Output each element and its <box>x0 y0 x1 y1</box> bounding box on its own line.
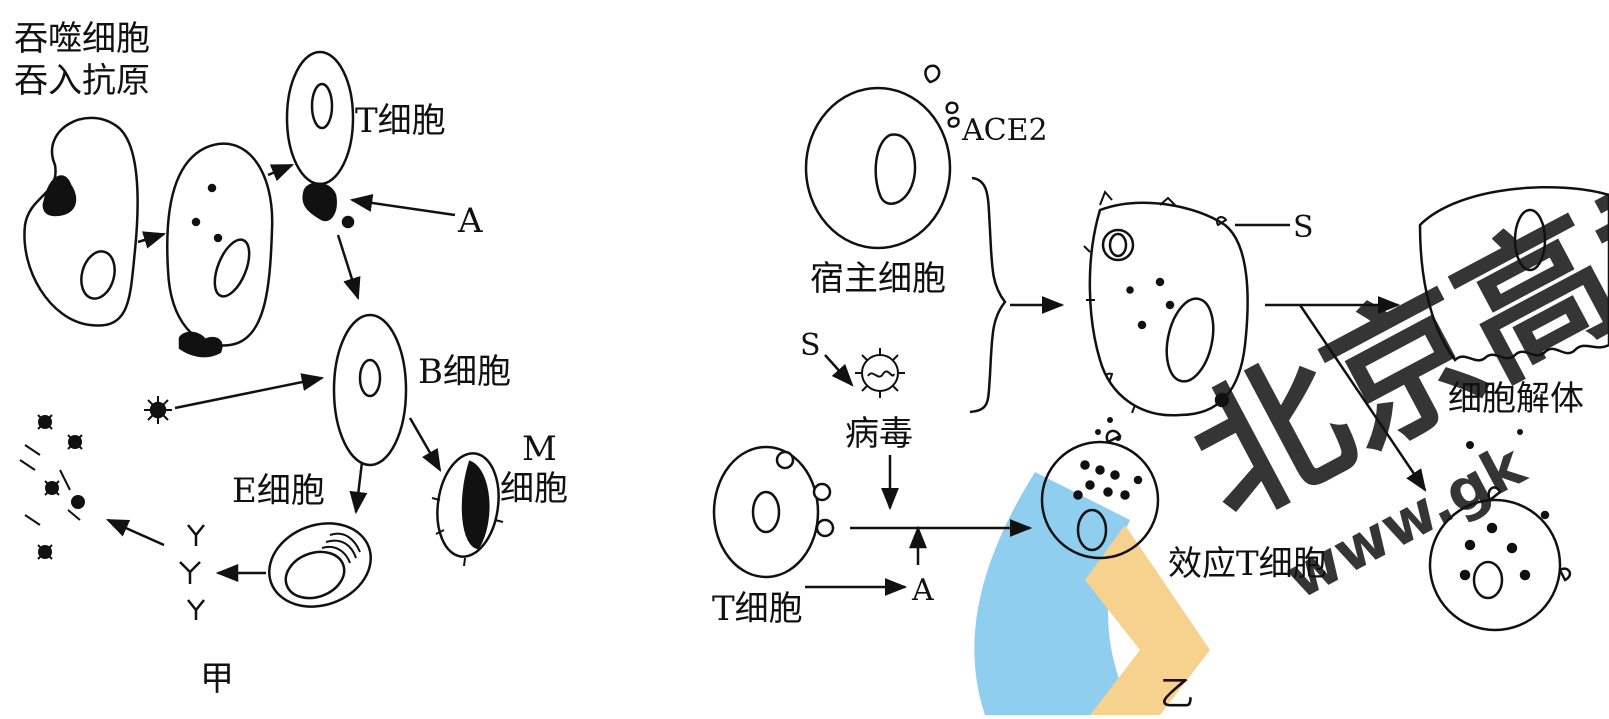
ace2-label: ACE2 <box>961 113 1048 148</box>
arrow-antigen-to-b-cell <box>174 373 325 410</box>
m-cell-label-line1: M <box>522 429 557 469</box>
arrow-macrophage-to-apc <box>137 231 167 249</box>
antigen-antibody-complexes <box>19 414 85 560</box>
lower-right-cell <box>1428 486 1572 632</box>
caption-yi: 乙 <box>1160 674 1194 714</box>
effector-t-cell <box>1040 429 1160 560</box>
antigen-presenting-cell <box>166 142 274 358</box>
host-cell-label: 宿主细胞 <box>810 259 946 299</box>
macrophage-label-line1: 吞噬细胞 <box>14 19 150 59</box>
arrow-b-cell-to-m-cell <box>408 417 442 472</box>
arrow-t-cell-to-b-cell <box>336 234 361 301</box>
m-cell <box>431 452 504 567</box>
e-cell-label: E细胞 <box>232 471 325 511</box>
diagram-jia: 吞噬细胞 吞入抗原 T细胞 A <box>14 19 568 699</box>
virus-label: 病毒 <box>845 414 913 454</box>
host-cell <box>804 64 960 250</box>
b-cell <box>332 313 408 467</box>
lysed-cell <box>1418 185 1609 362</box>
macrophage-label-line2: 吞入抗原 <box>14 61 150 101</box>
a-label-yi: A <box>911 573 934 608</box>
caption-jia: 甲 <box>200 659 234 699</box>
arrow-s-to-virus <box>824 354 854 387</box>
arrow-infected-to-lower-cell <box>1298 304 1427 492</box>
lysis-label: 细胞解体 <box>1448 379 1584 419</box>
arrow-antibodies-to-complexes <box>105 518 165 547</box>
a-label-jia: A <box>457 201 483 241</box>
b-cell-label: B细胞 <box>418 352 511 392</box>
s-label-protein: S <box>1293 210 1314 245</box>
antigen-particle <box>144 396 172 424</box>
watermark-orange-chevron <box>1085 525 1210 715</box>
infected-host-cell <box>1083 190 1249 417</box>
arrow-apc-to-t-cell <box>267 163 295 182</box>
watermark-main-text: 北京高考 <box>1165 116 1609 551</box>
t-cell-jia <box>285 50 355 229</box>
e-cell <box>268 522 372 608</box>
m-cell-label-line2: 细胞 <box>500 469 568 509</box>
t-cell-label-yi: T细胞 <box>712 589 803 629</box>
diagram-yi: ACE2 宿主细胞 S 病毒 S <box>712 64 1609 714</box>
arrow-a-to-t-cell <box>349 194 456 217</box>
antibodies <box>179 524 205 620</box>
bracket <box>969 176 1007 414</box>
s-label-virus: S <box>800 328 821 363</box>
effector-t-cell-label: 效应T细胞 <box>1168 544 1327 584</box>
t-cell-yi <box>712 445 835 579</box>
arrow-b-cell-to-e-cell <box>349 461 368 515</box>
t-cell-label-jia: T细胞 <box>355 101 446 141</box>
virus-particle <box>855 348 905 398</box>
macrophage-cell <box>23 116 139 327</box>
